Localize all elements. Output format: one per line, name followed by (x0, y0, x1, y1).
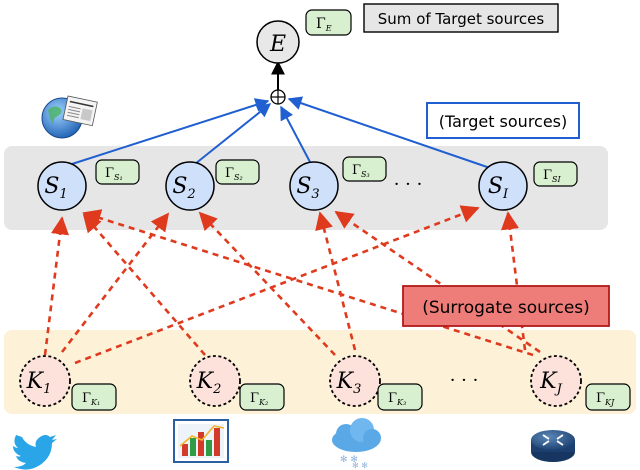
target-gamma-tag-s1: ΓS₁ (95, 159, 140, 185)
sum-box: Sum of Target sources (363, 3, 559, 33)
target-gamma-tag-s2: ΓS₂ (215, 159, 260, 185)
target-gamma-tag-s3: ΓS₃ (342, 156, 387, 182)
edge-k1-s1 (43, 216, 70, 356)
edge-kj-s1 (82, 209, 534, 357)
edge-s3-sum (280, 105, 311, 163)
target-node-s2: S2 (165, 161, 215, 211)
target-node-s1: S1 (37, 161, 87, 211)
news-globe-icon (41, 95, 98, 139)
svg-text:Sum of Target sources: Sum of Target sources (378, 10, 545, 28)
event-gamma-tag: ΓE (305, 9, 352, 36)
svg-text:ΓK₂: ΓK₂ (250, 391, 268, 407)
target-to-sum-edges (71, 96, 491, 169)
edge-s1-sum (71, 98, 270, 165)
edge-s2-sum (194, 103, 272, 165)
svg-text:ΓE: ΓE (316, 16, 332, 33)
svg-text:KJ: KJ (539, 369, 562, 397)
svg-text:ΓS₃: ΓS₃ (352, 163, 370, 179)
surrogate-gamma-tag-k2: ΓK₂ (239, 383, 285, 411)
event-node-label: E (269, 32, 286, 57)
summation-node (270, 89, 286, 105)
edge-k1-si (74, 205, 480, 365)
svg-text:(Surrogate sources): (Surrogate sources) (422, 298, 590, 318)
edge-k2-s1 (82, 213, 206, 356)
svg-text:K1: K1 (26, 369, 52, 397)
surrogate-node-kj: KJ (530, 355, 582, 407)
svg-text:S3: S3 (296, 174, 319, 202)
surrogate-gamma-tag-kj: ΓKJ (585, 383, 631, 411)
svg-text:ΓS₁: ΓS₁ (105, 166, 123, 182)
surrogate-ellipsis: · · · (450, 370, 479, 391)
svg-text:ΓS₂: ΓS₂ (225, 166, 243, 182)
svg-text:S2: S2 (172, 174, 195, 202)
svg-text:ΓSI: ΓSI (543, 168, 562, 184)
svg-text:ΓK₃: ΓK₃ (388, 391, 406, 407)
edge-kj-si (500, 211, 527, 351)
surrogate-node-k2: K2 (189, 355, 241, 407)
svg-text:ΓKJ: ΓKJ (596, 391, 615, 407)
svg-text:ΓK₁: ΓK₁ (82, 391, 100, 407)
svg-text:S1: S1 (44, 174, 67, 202)
twitter-bird-icon (13, 435, 57, 470)
target-ellipsis: · · · (394, 174, 423, 195)
surrogate-sources-box: (Surrogate sources) (402, 285, 610, 327)
target-gamma-tag-si: ΓSI (533, 161, 578, 187)
bar-chart-icon (173, 419, 229, 463)
edge-si-sum (287, 96, 491, 169)
router-icon (531, 430, 575, 462)
svg-text:✻ ✻: ✻ ✻ (352, 461, 368, 470)
event-node: E (256, 20, 300, 64)
svg-text:K3: K3 (336, 369, 362, 397)
target-sources-box: (Target sources) (426, 102, 580, 139)
surrogate-band (4, 330, 636, 414)
edge-kj-s3 (334, 210, 541, 354)
svg-text:SI: SI (488, 174, 509, 202)
surrogate-to-target-edges (43, 205, 541, 365)
target-node-s3: S3 (289, 161, 339, 211)
target-node-si: SI (478, 161, 528, 211)
surrogate-gamma-tag-k1: ΓK₁ (71, 383, 117, 411)
surrogate-node-k3: K3 (329, 355, 381, 407)
surrogate-gamma-tag-k3: ΓK₃ (377, 383, 423, 411)
surrogate-node-k1: K1 (19, 355, 71, 407)
edge-k3-s3 (315, 211, 357, 351)
svg-text:(Target sources): (Target sources) (439, 112, 568, 131)
edge-k1-s2 (60, 212, 170, 353)
weather-cloud-icon: ✻ ✻ ✻ ✻ (332, 418, 381, 470)
svg-text:K2: K2 (196, 369, 222, 397)
svg-text:✻ ✻: ✻ ✻ (340, 455, 358, 465)
